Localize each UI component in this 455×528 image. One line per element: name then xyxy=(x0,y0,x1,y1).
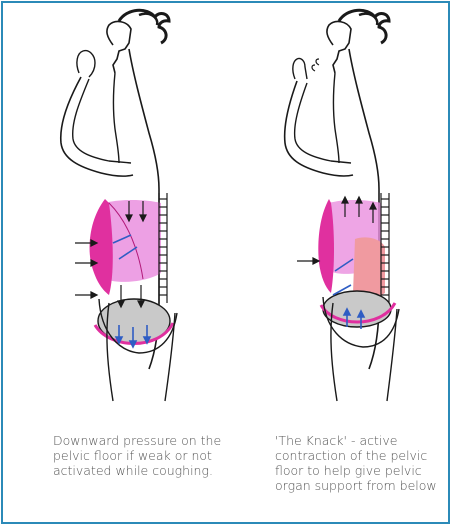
hand xyxy=(293,58,307,79)
hair xyxy=(119,10,169,43)
caption-weak-pelvic-floor: Downward pressure on the pelvic floor if… xyxy=(53,433,223,478)
the-knack-drawing xyxy=(235,3,455,403)
arm xyxy=(61,77,133,176)
hair xyxy=(339,10,389,43)
lower-abdomen xyxy=(353,237,385,297)
cough-puffs xyxy=(312,59,319,71)
illustration-weak-pelvic-floor xyxy=(9,3,229,403)
face-profile xyxy=(107,22,131,73)
figure-frame: Downward pressure on the pelvic floor if… xyxy=(1,1,450,524)
caption-the-knack: 'The Knack' - active contraction of the … xyxy=(275,433,440,493)
illustration-the-knack xyxy=(235,3,455,403)
face-profile xyxy=(327,22,351,73)
abdominal-wall xyxy=(90,199,113,295)
abdominal-wall xyxy=(318,199,334,293)
hand xyxy=(77,51,95,77)
weak-pelvic-floor-drawing xyxy=(9,3,229,403)
